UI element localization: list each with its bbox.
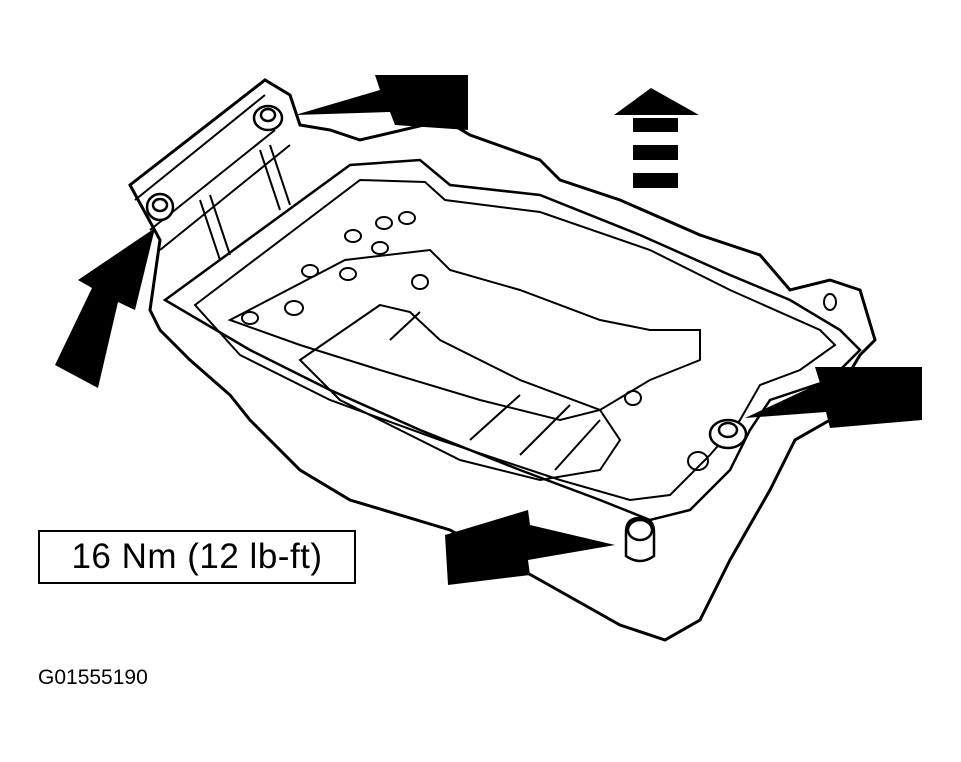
filled-arrow-icon	[295, 75, 468, 130]
torque-spec-label: 16 Nm (12 lb-ft)	[38, 530, 356, 584]
filled-arrow-icon	[445, 510, 615, 585]
side-rail	[199, 144, 291, 261]
filled-arrow-icon	[745, 367, 922, 428]
filled-arrow-icon	[55, 228, 155, 388]
dashed-up-arrow-icon	[614, 88, 699, 188]
recessed-pocket	[227, 248, 701, 422]
inner-tray-step	[193, 178, 837, 502]
tray-holes	[241, 211, 837, 471]
bolt-right	[708, 418, 748, 450]
bolt-top-left	[252, 104, 284, 132]
channel-ribs	[389, 311, 601, 471]
bolt-bottom	[624, 516, 656, 563]
figure-id: G01555190	[38, 666, 148, 689]
bolt-left	[145, 192, 175, 222]
center-channel	[298, 303, 622, 482]
